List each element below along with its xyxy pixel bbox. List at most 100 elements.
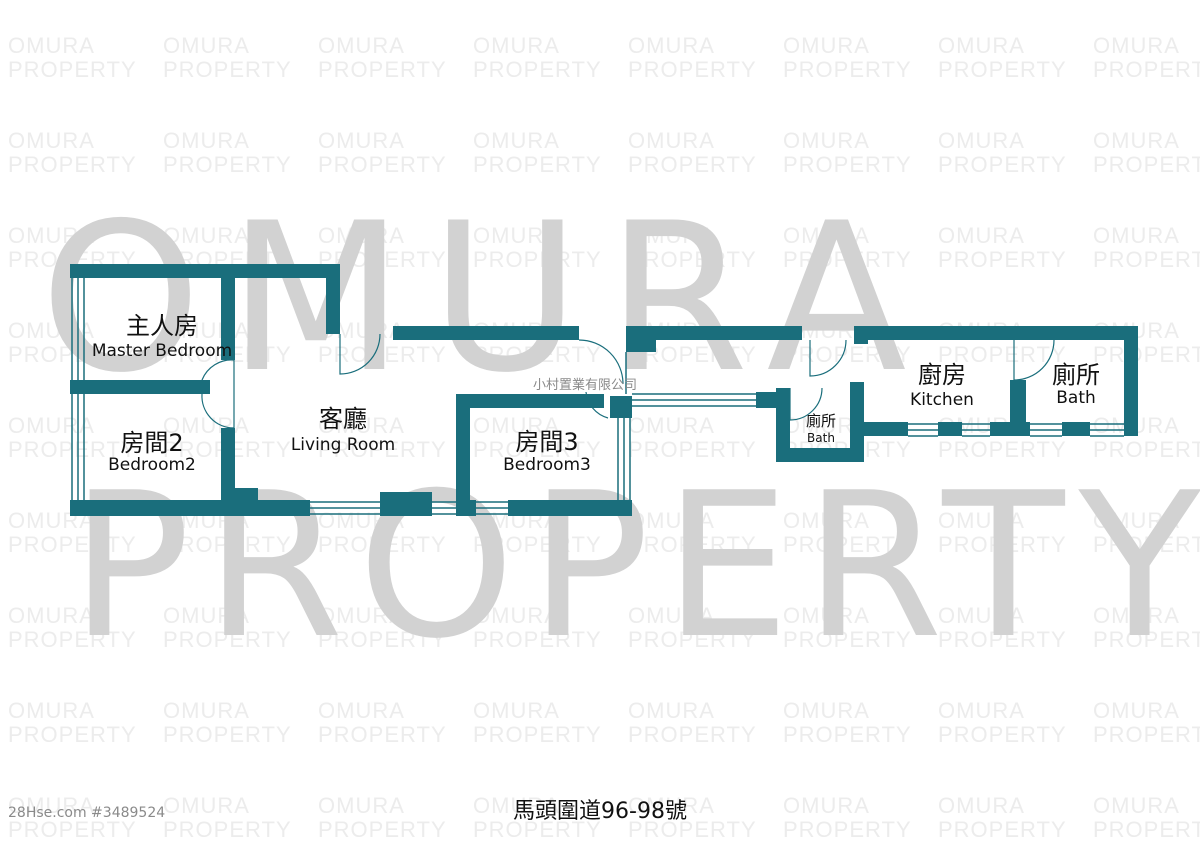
watermark-tile: OMURA PROPERTY	[1093, 128, 1200, 177]
master-bedroom-label-zh: 主人房	[126, 312, 198, 340]
kitchen-label-zh: 廚房	[918, 361, 966, 389]
wall	[393, 326, 579, 340]
door-swing	[339, 333, 381, 375]
watermark-tile: OMURA PROPERTY	[783, 603, 912, 652]
door-swing	[789, 387, 823, 421]
watermark-tile: OMURA PROPERTY	[783, 128, 912, 177]
watermark-tile: OMURA PROPERTY	[938, 698, 1067, 747]
kitchen-label-en: Kitchen	[910, 390, 974, 410]
door-swing	[578, 339, 624, 385]
listing-id: 28Hse.com #3489524	[8, 805, 166, 821]
watermark-tile: OMURA PROPERTY	[628, 793, 757, 842]
watermark-tile: OMURA PROPERTY	[938, 603, 1067, 652]
wall	[380, 492, 432, 516]
bedroom3-label-en: Bedroom3	[503, 455, 591, 475]
watermark-tile: OMURA PROPERTY	[318, 413, 447, 462]
watermark-tile: OMURA PROPERTY	[1093, 793, 1200, 842]
wall	[854, 326, 1138, 340]
door-swing	[585, 391, 609, 419]
wall	[1062, 422, 1090, 436]
living-room-label-en: Living Room	[290, 435, 396, 455]
watermark-tile: OMURA PROPERTY	[783, 698, 912, 747]
wall	[938, 422, 962, 436]
wall	[854, 422, 908, 436]
watermark-tile: OMURA PROPERTY	[628, 33, 757, 82]
wall	[776, 448, 864, 462]
watermark-tile: OMURA PROPERTY	[1093, 698, 1200, 747]
watermark-tile: OMURA PROPERTY	[938, 793, 1067, 842]
window-group	[71, 278, 1124, 515]
watermark-tile: OMURA PROPERTY	[163, 33, 292, 82]
wall	[854, 326, 868, 344]
window	[71, 278, 85, 500]
wall	[456, 394, 470, 500]
bedroom2-label-en: Bedroom2	[108, 455, 196, 475]
agency-stamp: 小村置業有限公司	[533, 378, 638, 393]
wall	[70, 264, 340, 278]
watermark-tile: OMURA PROPERTY	[473, 793, 602, 842]
bedroom3-label-zh: 房間3	[515, 428, 579, 456]
watermark-tile: OMURA PROPERTY	[628, 128, 757, 177]
watermark-tile: OMURA PROPERTY	[783, 33, 912, 82]
watermark-tile: OMURA PROPERTY	[628, 508, 757, 557]
wall	[610, 396, 632, 418]
watermark-tile: OMURA PROPERTY	[163, 128, 292, 177]
wall	[756, 392, 776, 408]
watermark-tile: OMURA PROPERTY	[938, 223, 1067, 272]
wall	[508, 500, 632, 516]
window	[476, 501, 508, 515]
watermark-tile: OMURA PROPERTY	[318, 508, 447, 557]
watermark-tile: OMURA PROPERTY	[938, 33, 1067, 82]
watermark-tile: OMURA PROPERTY	[318, 698, 447, 747]
bedroom2-label-zh: 房間2	[120, 429, 184, 457]
watermark-tile: OMURA PROPERTY	[318, 793, 447, 842]
watermark-tile: OMURA PROPERTY	[8, 33, 137, 82]
wall-group	[70, 264, 1138, 516]
watermark-tile: OMURA PROPERTY	[8, 223, 137, 272]
window	[632, 393, 756, 407]
watermark-tile: OMURA PROPERTY	[473, 698, 602, 747]
bath-label-zh: 廁所	[1052, 361, 1100, 389]
wall	[626, 326, 802, 340]
watermark-tile: OMURA PROPERTY	[1093, 508, 1200, 557]
watermark-tile: OMURA PROPERTY	[163, 793, 292, 842]
wall	[221, 264, 235, 360]
watermark-tile: OMURA PROPERTY	[473, 413, 602, 462]
window	[1030, 423, 1062, 437]
wall	[228, 488, 258, 516]
watermark-tile: OMURA PROPERTY	[938, 319, 1067, 367]
watermark-tile: OMURA PROPERTY	[938, 128, 1067, 177]
door-swing	[809, 339, 847, 377]
watermark-tile: OMURA PROPERTY	[8, 793, 137, 842]
door-swing	[201, 359, 235, 394]
watermark-tile: OMURA PROPERTY	[318, 128, 447, 177]
large-watermark-brand: OMURA	[40, 180, 933, 418]
small-bath-label-en: Bath	[807, 431, 835, 445]
wall	[456, 394, 604, 408]
wall	[1124, 326, 1138, 436]
watermark-tile: OMURA PROPERTY	[1093, 223, 1200, 272]
door-swing	[201, 393, 235, 429]
watermark-tile: OMURA PROPERTY	[1093, 603, 1200, 652]
window	[617, 418, 631, 500]
watermark-tile: OMURA PROPERTY	[8, 698, 137, 747]
wall	[70, 380, 210, 394]
watermark-tile: OMURA PROPERTY	[628, 603, 757, 652]
watermark-tile: OMURA PROPERTY	[628, 223, 757, 272]
watermark-tile: OMURA PROPERTY	[938, 508, 1067, 557]
watermark-tile: OMURA PROPERTY	[8, 603, 137, 652]
wall	[456, 500, 476, 516]
watermark-tile: OMURA PROPERTY	[1093, 33, 1200, 82]
watermark-tile: OMURA PROPERTY	[473, 33, 602, 82]
small-bath-label-zh: 廁所	[805, 412, 837, 430]
window	[962, 423, 990, 437]
watermark-tile: OMURA PROPERTY	[163, 603, 292, 652]
wall	[221, 428, 235, 500]
wall	[626, 326, 656, 352]
wall	[776, 388, 790, 462]
window	[1090, 423, 1124, 437]
bath-label-en: Bath	[1056, 388, 1096, 408]
door-swing	[1013, 339, 1055, 381]
watermark-tile: OMURA PROPERTY	[783, 793, 912, 842]
